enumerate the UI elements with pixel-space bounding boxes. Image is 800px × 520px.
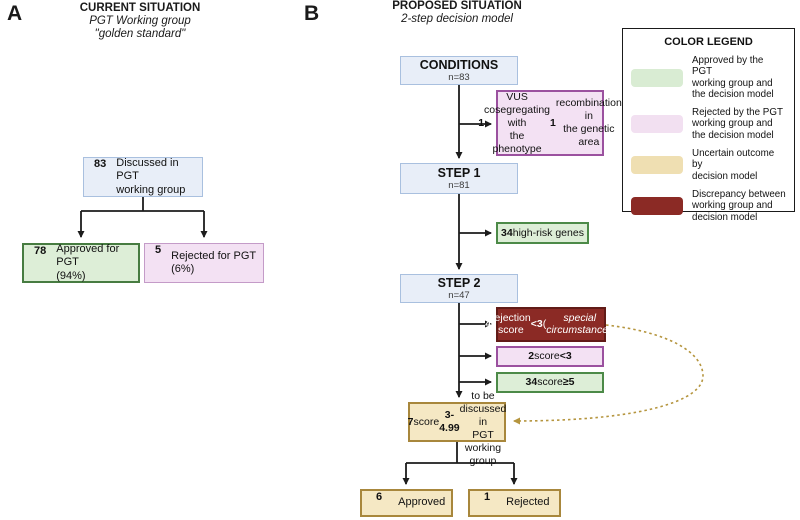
legend-label-discrepancy: Discrepancy between working group and de… xyxy=(692,188,786,223)
legend-swatch-tan xyxy=(631,156,683,175)
legend-title: COLOR LEGEND xyxy=(664,36,753,48)
legend-swatch-darkred xyxy=(631,196,683,215)
legend-swatch-green xyxy=(631,68,683,87)
box-step1-title: STEP 1 xyxy=(437,165,481,180)
panel-b-header: PROPOSED SITUATION 2-step decision model xyxy=(372,0,542,26)
panel-a-label: A xyxy=(7,2,23,25)
box-step1-n: n=81 xyxy=(448,179,470,191)
box-model-rejected-count: 1 xyxy=(484,491,491,503)
panel-a-subtitle-2: "golden standard" xyxy=(94,28,186,40)
panel-b-label: B xyxy=(304,2,320,25)
legend-item-uncertain: Uncertain outcome by decision model xyxy=(631,148,786,182)
box-rejected-pgt: 5 Rejected for PGT (6%) xyxy=(144,243,264,283)
legend-label-approved: Approved by the PGT working group and th… xyxy=(692,55,774,100)
panel-a-subtitle-1: PGT Working group xyxy=(89,15,191,27)
legend-label-uncertain: Uncertain outcome by decision model xyxy=(692,148,775,182)
panel-b-title: PROPOSED SITUATION xyxy=(392,0,522,12)
box-high-risk-genes: 34 high-risk genes xyxy=(496,222,589,244)
box-approved-pgt: 78 Approved for PGT (94%) xyxy=(22,243,140,283)
box-step2-title: STEP 2 xyxy=(437,275,481,290)
box-model-approved-text: Approved xyxy=(398,496,446,509)
legend-label-rejected: Rejected by the PGT working group and th… xyxy=(692,107,783,141)
box-model-rejected-text: Rejected xyxy=(506,496,550,509)
legend-item-discrepancy: Discrepancy between working group and de… xyxy=(631,189,786,223)
box-discussed-text: Discussed in PGT working group xyxy=(116,156,186,196)
box-rejection-special: 4 rejection score <3 (special circumstan… xyxy=(485,307,617,342)
box-uncertain-discuss: 7 score 3-4.99 to be discussed in PGT wo… xyxy=(407,389,507,467)
box-conditions-n: n=83 xyxy=(448,71,470,83)
panel-a-header: CURRENT SITUATION PGT Working group "gol… xyxy=(55,2,225,41)
box-discussed-count: 83 xyxy=(94,158,107,170)
box-model-approved: 6 Approved xyxy=(360,489,453,517)
box-rejected-count: 5 xyxy=(155,244,162,256)
box-rejected-text: Rejected for PGT (6%) xyxy=(171,249,257,276)
legend-item-approved: Approved by the PGT working group and th… xyxy=(631,55,786,100)
box-model-approved-count: 6 xyxy=(376,491,383,503)
box-step2-n: n=47 xyxy=(448,289,470,301)
legend-swatch-pink xyxy=(631,115,683,134)
box-discussed-pgt: 83 Discussed in PGT working group xyxy=(83,157,203,197)
panel-a-title: CURRENT SITUATION xyxy=(79,2,201,14)
panel-b-subtitle: 2-step decision model xyxy=(401,13,513,25)
box-step1: STEP 1 n=81 xyxy=(400,163,518,194)
box-score-lt3: 2 score <3 xyxy=(496,346,604,367)
box-score-ge5: 34 score ≥5 xyxy=(496,372,604,393)
box-vus-exclusions: 1 VUS cosegregating with the phenotype 1… xyxy=(478,90,622,156)
box-model-rejected: 1 Rejected xyxy=(468,489,561,517)
box-conditions-title: CONDITIONS xyxy=(419,57,499,72)
color-legend: COLOR LEGEND Approved by the PGT working… xyxy=(622,28,795,223)
box-conditions: CONDITIONS n=83 xyxy=(400,56,518,85)
box-step2: STEP 2 n=47 xyxy=(400,274,518,303)
legend-item-rejected: Rejected by the PGT working group and th… xyxy=(631,107,786,141)
box-approved-count: 78 xyxy=(34,245,47,257)
box-approved-text: Approved for PGT (94%) xyxy=(56,242,120,282)
